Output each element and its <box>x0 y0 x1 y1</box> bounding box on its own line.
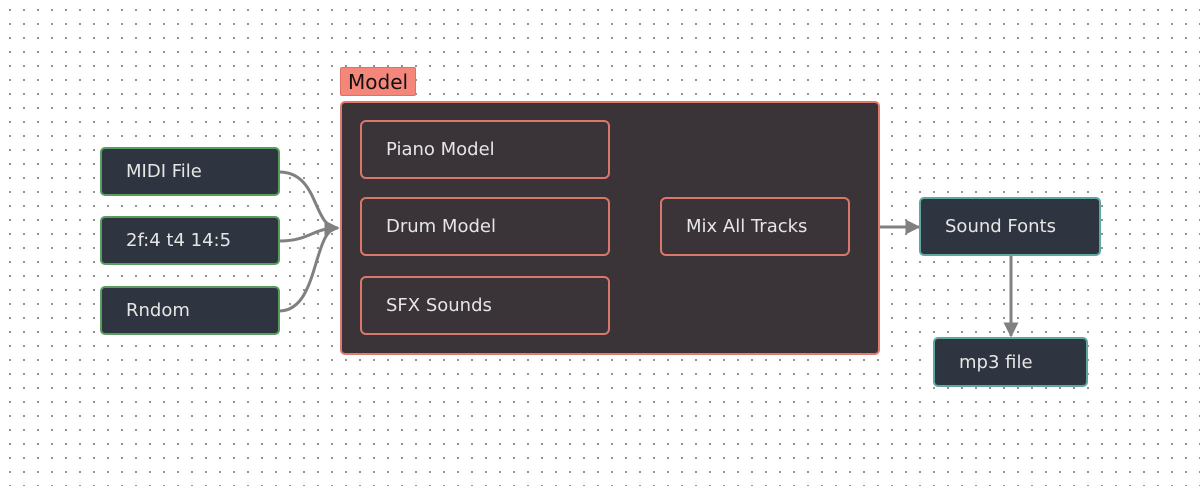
edge-notation-to-model <box>278 220 340 243</box>
piano-model-node[interactable]: Piano Model <box>360 120 610 179</box>
model-group-label: Model <box>340 67 417 96</box>
mp3-file-node[interactable]: mp3 file <box>933 337 1088 387</box>
edge-random-to-model <box>278 220 340 313</box>
sound-fonts-node[interactable]: Sound Fonts <box>919 197 1101 256</box>
sfx-sounds-node[interactable]: SFX Sounds <box>360 276 610 335</box>
edge-midi-to-model <box>278 170 340 236</box>
midi-file-node[interactable]: MIDI File <box>100 147 280 196</box>
random-node[interactable]: Rndom <box>100 286 280 335</box>
mix-all-tracks-node[interactable]: Mix All Tracks <box>660 197 850 256</box>
notation-input-node[interactable]: 2f:4 t4 14:5 <box>100 216 280 265</box>
drum-model-node[interactable]: Drum Model <box>360 197 610 256</box>
